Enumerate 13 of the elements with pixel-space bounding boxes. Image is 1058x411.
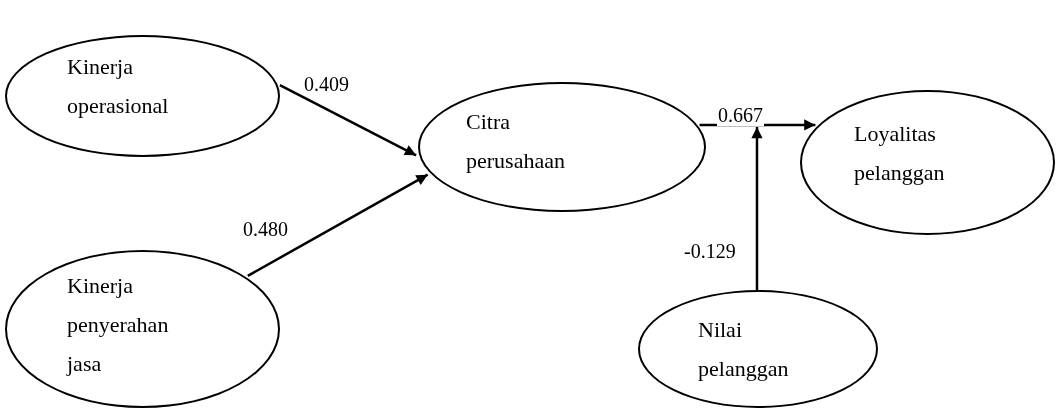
construct-label: Kinerja operasional — [67, 53, 170, 120]
construct-label: Nilai pelanggan — [698, 316, 790, 383]
construct-ellipse — [5, 35, 280, 157]
construct-ellipse — [638, 290, 878, 408]
construct-ellipse — [418, 82, 706, 212]
construct-label: Citra perusahaan — [466, 108, 566, 175]
construct-label: Loyalitas pelanggan — [854, 120, 946, 187]
arrow — [751, 127, 763, 290]
arrow — [279, 83, 417, 157]
construct-ellipse — [800, 90, 1055, 235]
arrow — [247, 173, 429, 277]
construct-ellipse — [5, 250, 280, 408]
construct-label: Kinerja penyerahan jasa — [67, 272, 170, 378]
